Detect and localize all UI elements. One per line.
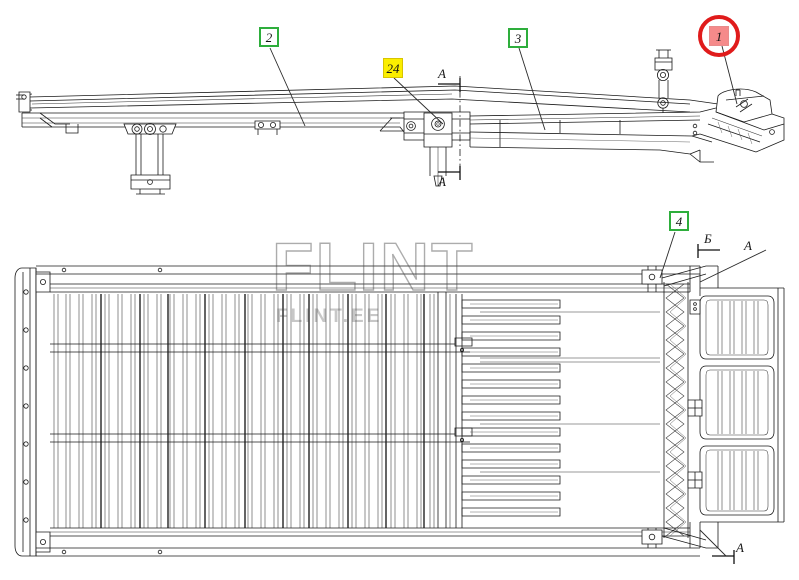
right-upper-chord: [469, 107, 717, 155]
support-leg-assembly: [123, 123, 177, 195]
tine-bar-array: [461, 299, 660, 517]
section-label-a-bottom: A: [438, 174, 446, 189]
callout-1-highlight-ring: [698, 15, 740, 57]
callout-24-label: 24: [386, 60, 400, 76]
section-label-a-lower-right: A: [736, 540, 744, 555]
pivot-joint-block: [379, 111, 471, 187]
callout-2-label: 2: [265, 29, 273, 45]
section-label-a-top: A: [438, 66, 446, 81]
callout-leader-lines-bottom: [659, 231, 676, 279]
right-panel-grates: [699, 288, 785, 522]
main-frame-rail: [21, 112, 470, 134]
callout-2[interactable]: 2: [259, 27, 279, 47]
section-arrow-marks: [438, 78, 461, 180]
head-drive-housing: [689, 88, 785, 155]
mid-hanger-bracket: [254, 120, 281, 135]
hydraulic-column: [654, 49, 673, 113]
callout-24[interactable]: 24: [383, 58, 403, 78]
chord-nose-detail: [689, 123, 714, 163]
top-side-elevation-view: [16, 45, 785, 195]
callout-1-label: 1: [715, 28, 723, 44]
plan-long-rails: [36, 265, 700, 557]
callout-3-label: 3: [514, 30, 522, 46]
callout-3[interactable]: 3: [508, 28, 528, 48]
callout-4-label: 4: [675, 213, 683, 229]
central-spine: [437, 292, 463, 528]
upper-boom-beam: [16, 85, 719, 113]
plan-section-marks: [697, 244, 767, 564]
callout-4[interactable]: 4: [669, 211, 689, 231]
plan-outer-frame: [14, 267, 51, 557]
upper-right-gusset: [641, 265, 784, 296]
auger-spring-band: [663, 282, 689, 538]
section-label-a-upper-right: A: [744, 238, 752, 253]
lower-right-gusset: [641, 521, 784, 549]
bottom-plan-view: [14, 231, 785, 564]
callout-1[interactable]: 1: [709, 26, 729, 46]
section-label-b-upper-right: Б: [704, 231, 712, 246]
auger-bracket-details: [687, 299, 703, 489]
grille-slat-field: [50, 294, 473, 528]
